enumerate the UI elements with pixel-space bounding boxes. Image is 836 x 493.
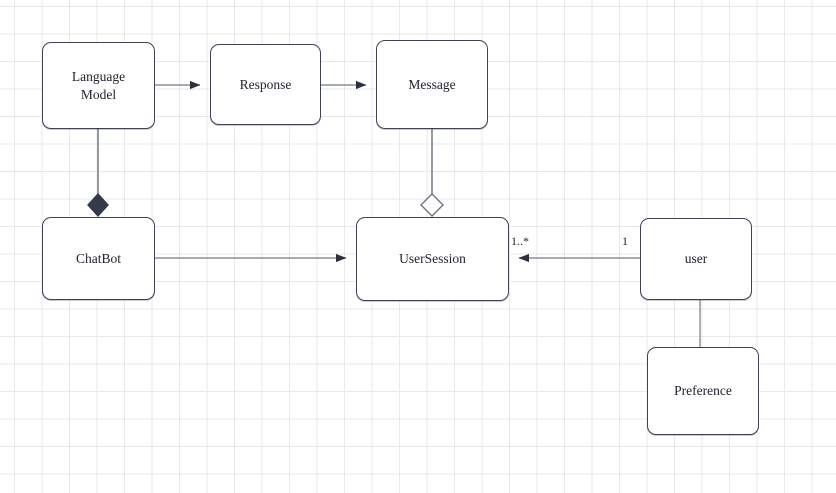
node-label-preference: Preference [674, 383, 732, 399]
node-label-usersession: UserSession [399, 251, 466, 267]
node-user[interactable]: user [640, 218, 752, 300]
filled-diamond-icon [87, 192, 109, 218]
multiplicity-label-many: 1..* [511, 234, 529, 248]
multiplicity-label-one: 1 [622, 234, 628, 248]
node-label-language-model: Language Model [72, 68, 125, 104]
hollow-diamond-icon [420, 193, 444, 217]
node-language-model[interactable]: Language Model [42, 42, 155, 129]
node-usersession[interactable]: UserSession [356, 217, 509, 301]
edge-message-to-usersession [420, 129, 444, 217]
edge-languagemodel-to-chatbot [87, 129, 109, 218]
node-label-message: Message [408, 76, 456, 92]
node-label-line2: Model [80, 86, 117, 102]
node-label-line1: Language [71, 68, 126, 84]
node-preference[interactable]: Preference [647, 347, 759, 435]
node-message[interactable]: Message [376, 40, 488, 129]
node-response[interactable]: Response [210, 44, 321, 125]
node-label-response: Response [239, 76, 292, 92]
node-label-chatbot: ChatBot [75, 250, 121, 266]
node-chatbot[interactable]: ChatBot [42, 217, 155, 300]
node-label-user: user [684, 251, 708, 267]
